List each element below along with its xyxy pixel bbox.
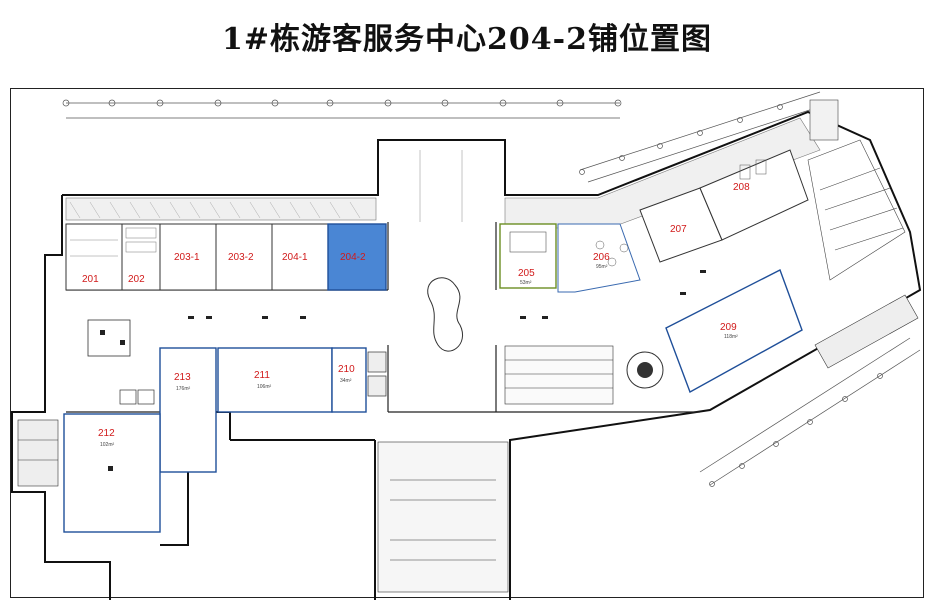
atrium: [419, 150, 463, 352]
unit-206-label: 206: [593, 252, 610, 263]
unit-206-area: 95m²: [596, 264, 608, 270]
round-kiosk: [626, 351, 664, 389]
unit-210[interactable]: 210 34m²: [331, 347, 367, 413]
unit-201-label: 201: [82, 274, 99, 285]
unit-212[interactable]: 213 176m²: [159, 347, 217, 473]
unit-207-label: 207: [670, 224, 687, 235]
unit-211-area: 106m²: [257, 384, 272, 390]
core-210: [367, 351, 387, 397]
unit-204-2[interactable]: 204-2: [327, 223, 387, 291]
unit-203-2-label: 203-2: [228, 252, 254, 263]
escalator: [504, 345, 614, 405]
grid-axis-diagonal-bottom: [699, 337, 921, 487]
stairs-left: [17, 419, 59, 487]
unit-203-2[interactable]: 203-2: [215, 223, 273, 291]
unit-203-1[interactable]: 203-1: [159, 223, 217, 291]
unit-205[interactable]: 205 53m²: [499, 223, 557, 289]
stairs-right: [814, 294, 919, 369]
grid-axis-diagonal-top: [579, 91, 829, 183]
unit-212-area: 176m²: [176, 386, 191, 392]
unit-213-area: 102m²: [100, 442, 115, 448]
unit-202[interactable]: 202: [121, 223, 161, 291]
grid-axis-top: [62, 99, 622, 119]
walkway-band: [65, 117, 821, 229]
fixtures: [100, 270, 706, 405]
unit-203-1-label: 203-1: [174, 252, 200, 263]
page-title: 1#栋游客服务中心204-2铺位置图: [222, 22, 712, 57]
unit-204-1-label: 204-1: [282, 252, 308, 263]
unit-205-label: 205: [518, 268, 535, 279]
unit-209-area: 118m²: [724, 334, 738, 340]
unit-212-label: 213: [174, 372, 191, 383]
unit-208-label: 208: [733, 182, 750, 193]
building-outline: [11, 110, 922, 600]
unit-211[interactable]: 211 106m²: [217, 347, 333, 413]
unit-204-1[interactable]: 204-1: [271, 223, 329, 291]
unit-213[interactable]: 212 102m²: [63, 413, 161, 533]
stairs-center-bottom: [377, 441, 509, 593]
unit-213-label: 212: [98, 428, 115, 439]
unit-208[interactable]: 208: [699, 149, 809, 241]
unit-209-label: 209: [720, 322, 737, 333]
unit-210-label: 210: [338, 364, 355, 375]
unit-205-area: 53m²: [520, 280, 532, 286]
service-area-right: [807, 99, 906, 281]
unit-209[interactable]: 209 118m²: [665, 269, 803, 394]
unit-211-label: 211: [254, 370, 270, 381]
unit-210-area: 34m²: [340, 378, 352, 384]
unit-202-label: 202: [128, 274, 145, 285]
unit-206[interactable]: 206 95m²: [557, 223, 641, 293]
unit-204-2-label: 204-2: [340, 252, 366, 263]
info-desk: [87, 319, 131, 357]
unit-201[interactable]: 201: [65, 223, 123, 291]
